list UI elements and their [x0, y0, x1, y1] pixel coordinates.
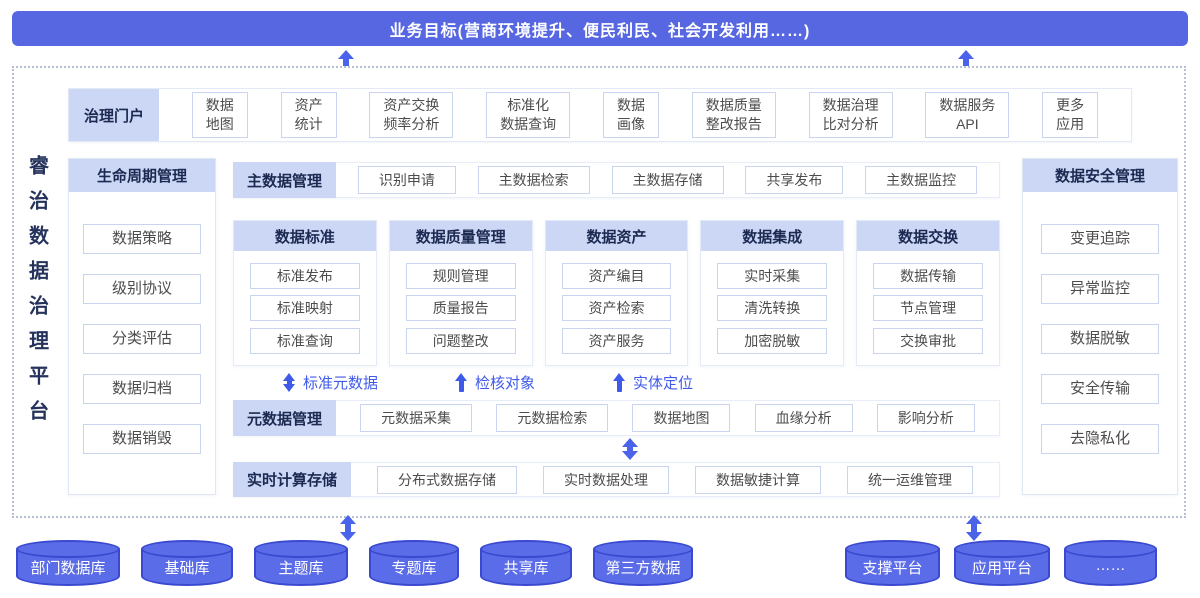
capability-item: 标准映射	[250, 295, 360, 321]
capability-item: 节点管理	[873, 295, 983, 321]
annotation-entity-locate: 实体定位	[613, 372, 693, 393]
double-arrow-icon	[283, 373, 296, 392]
platform-title: 睿治数据治理平台	[25, 155, 48, 435]
security-item: 变更追踪	[1041, 224, 1159, 254]
double-arrow-icon	[340, 515, 356, 541]
master-data-label: 主数据管理	[233, 162, 337, 198]
portal-app-governance-compare: 数据治理比对分析	[808, 92, 893, 138]
portal-row: 治理门户 数据地图 资产统计 资产交换频率分析 标准化数据查询 数据画像 数据质…	[68, 88, 1132, 142]
security-item: 异常监控	[1041, 274, 1159, 304]
portal-app-data-map: 数据地图	[191, 92, 248, 138]
security-item: 安全传输	[1041, 374, 1159, 404]
capability-item: 交换审批	[873, 327, 983, 354]
portal-items: 数据地图 资产统计 资产交换频率分析 标准化数据查询 数据画像 数据质量整改报告…	[159, 89, 1131, 141]
realtime-item: 数据敏捷计算	[694, 465, 821, 494]
platform-cylinders: 支撑平台 应用平台 ……	[845, 540, 1157, 586]
metadata-item: 数据地图	[632, 404, 731, 432]
portal-app-data-profile: 数据画像	[602, 92, 659, 138]
metadata-item: 影响分析	[876, 404, 975, 432]
capability-column-data-asset: 数据资产 资产编目 资产检索 资产服务	[544, 220, 689, 366]
cylinder-special-library: 专题库	[369, 540, 459, 586]
lifecycle-item: 数据销毁	[83, 424, 201, 454]
realtime-row: 实时计算存储 分布式数据存储 实时数据处理 数据敏捷计算 统一运维管理	[233, 462, 1000, 497]
business-goal-title: 业务目标(营商环境提升、便民利民、社会开发利用……)	[389, 22, 811, 40]
lifecycle-column: 生命周期管理 数据策略 级别协议 分类评估 数据归档 数据销毁	[68, 158, 216, 495]
capability-item: 资产服务	[561, 327, 672, 354]
cylinder-support-platform: 支撑平台	[845, 540, 940, 586]
lifecycle-item: 数据归档	[83, 374, 201, 404]
security-column: 数据安全管理 变更追踪 异常监控 数据脱敏 安全传输 去隐私化	[1022, 158, 1178, 495]
annotation-standard-metadata: 标准元数据	[283, 372, 378, 393]
up-arrow-icon	[455, 373, 468, 392]
portal-app-standard-query: 标准化数据查询	[486, 92, 571, 138]
portal-label: 治理门户	[69, 89, 159, 141]
capability-column-data-quality: 数据质量管理 规则管理 质量报告 问题整改	[388, 220, 533, 366]
capability-column-data-exchange: 数据交换 数据传输 节点管理 交换审批	[856, 220, 1000, 366]
capability-item: 质量报告	[405, 295, 516, 321]
capability-item: 加密脱敏	[717, 327, 828, 354]
lifecycle-item: 级别协议	[83, 274, 201, 304]
double-arrow-icon	[622, 438, 638, 460]
realtime-item: 分布式数据存储	[377, 465, 517, 494]
cylinder-base-library: 基础库	[141, 540, 233, 586]
cylinder-application-platform: 应用平台	[954, 540, 1050, 586]
lifecycle-item: 数据策略	[83, 224, 201, 254]
security-item: 数据脱敏	[1041, 324, 1159, 354]
metadata-item: 元数据检索	[496, 404, 609, 432]
business-goal-banner: 业务目标(营商环境提升、便民利民、社会开发利用……)	[12, 11, 1188, 46]
portal-app-more: 更多应用	[1042, 92, 1099, 138]
metadata-item: 血缘分析	[754, 404, 853, 432]
cylinder-dept-database: 部门数据库	[16, 540, 120, 586]
cylinder-theme-library: 主题库	[254, 540, 348, 586]
capability-item: 问题整改	[405, 327, 516, 354]
datasource-cylinders: 部门数据库 基础库 主题库 专题库 共享库 第三方数据	[16, 540, 693, 586]
double-arrow-icon	[966, 515, 982, 541]
cylinder-more: ……	[1064, 540, 1157, 586]
portal-app-asset-stats: 资产统计	[280, 92, 337, 138]
security-title: 数据安全管理	[1023, 159, 1177, 192]
capability-item: 数据传输	[873, 262, 983, 289]
realtime-label: 实时计算存储	[233, 462, 352, 497]
master-data-item: 主数据监控	[865, 166, 978, 194]
capability-column-data-standard: 数据标准 标准发布 标准映射 标准查询	[233, 220, 377, 366]
cylinder-thirdparty-data: 第三方数据	[593, 540, 693, 586]
annotation-check-object: 检核对象	[455, 372, 535, 393]
capability-columns: 数据标准 标准发布 标准映射 标准查询 数据质量管理 规则管理 质量报告 问题整…	[233, 220, 1000, 366]
portal-app-exchange-frequency: 资产交换频率分析	[369, 92, 454, 138]
realtime-item: 统一运维管理	[846, 465, 973, 494]
metadata-item: 元数据采集	[360, 404, 473, 432]
lifecycle-item: 分类评估	[83, 324, 201, 354]
realtime-item: 实时数据处理	[542, 465, 669, 494]
master-data-row: 主数据管理 识别申请 主数据检索 主数据存储 共享发布 主数据监控	[233, 162, 1000, 198]
master-data-item: 共享发布	[745, 166, 844, 194]
portal-app-quality-report: 数据质量整改报告	[691, 92, 776, 138]
lifecycle-title: 生命周期管理	[69, 159, 215, 192]
capability-item: 标准查询	[250, 327, 360, 354]
master-data-item: 识别申请	[357, 166, 456, 194]
metadata-row: 元数据管理 元数据采集 元数据检索 数据地图 血缘分析 影响分析	[233, 400, 1000, 436]
capability-item: 资产编目	[561, 262, 672, 289]
master-data-item: 主数据存储	[611, 166, 724, 194]
security-item: 去隐私化	[1041, 424, 1159, 454]
capability-item: 资产检索	[561, 295, 672, 321]
capability-column-data-integration: 数据集成 实时采集 清洗转换 加密脱敏	[700, 220, 845, 366]
capability-item: 标准发布	[250, 262, 360, 289]
metadata-label: 元数据管理	[233, 400, 337, 436]
cylinder-shared-library: 共享库	[480, 540, 572, 586]
master-data-item: 主数据检索	[477, 166, 590, 194]
capability-item: 规则管理	[405, 262, 516, 289]
capability-item: 实时采集	[717, 262, 828, 289]
capability-item: 清洗转换	[717, 295, 828, 321]
up-arrow-icon	[613, 373, 626, 392]
